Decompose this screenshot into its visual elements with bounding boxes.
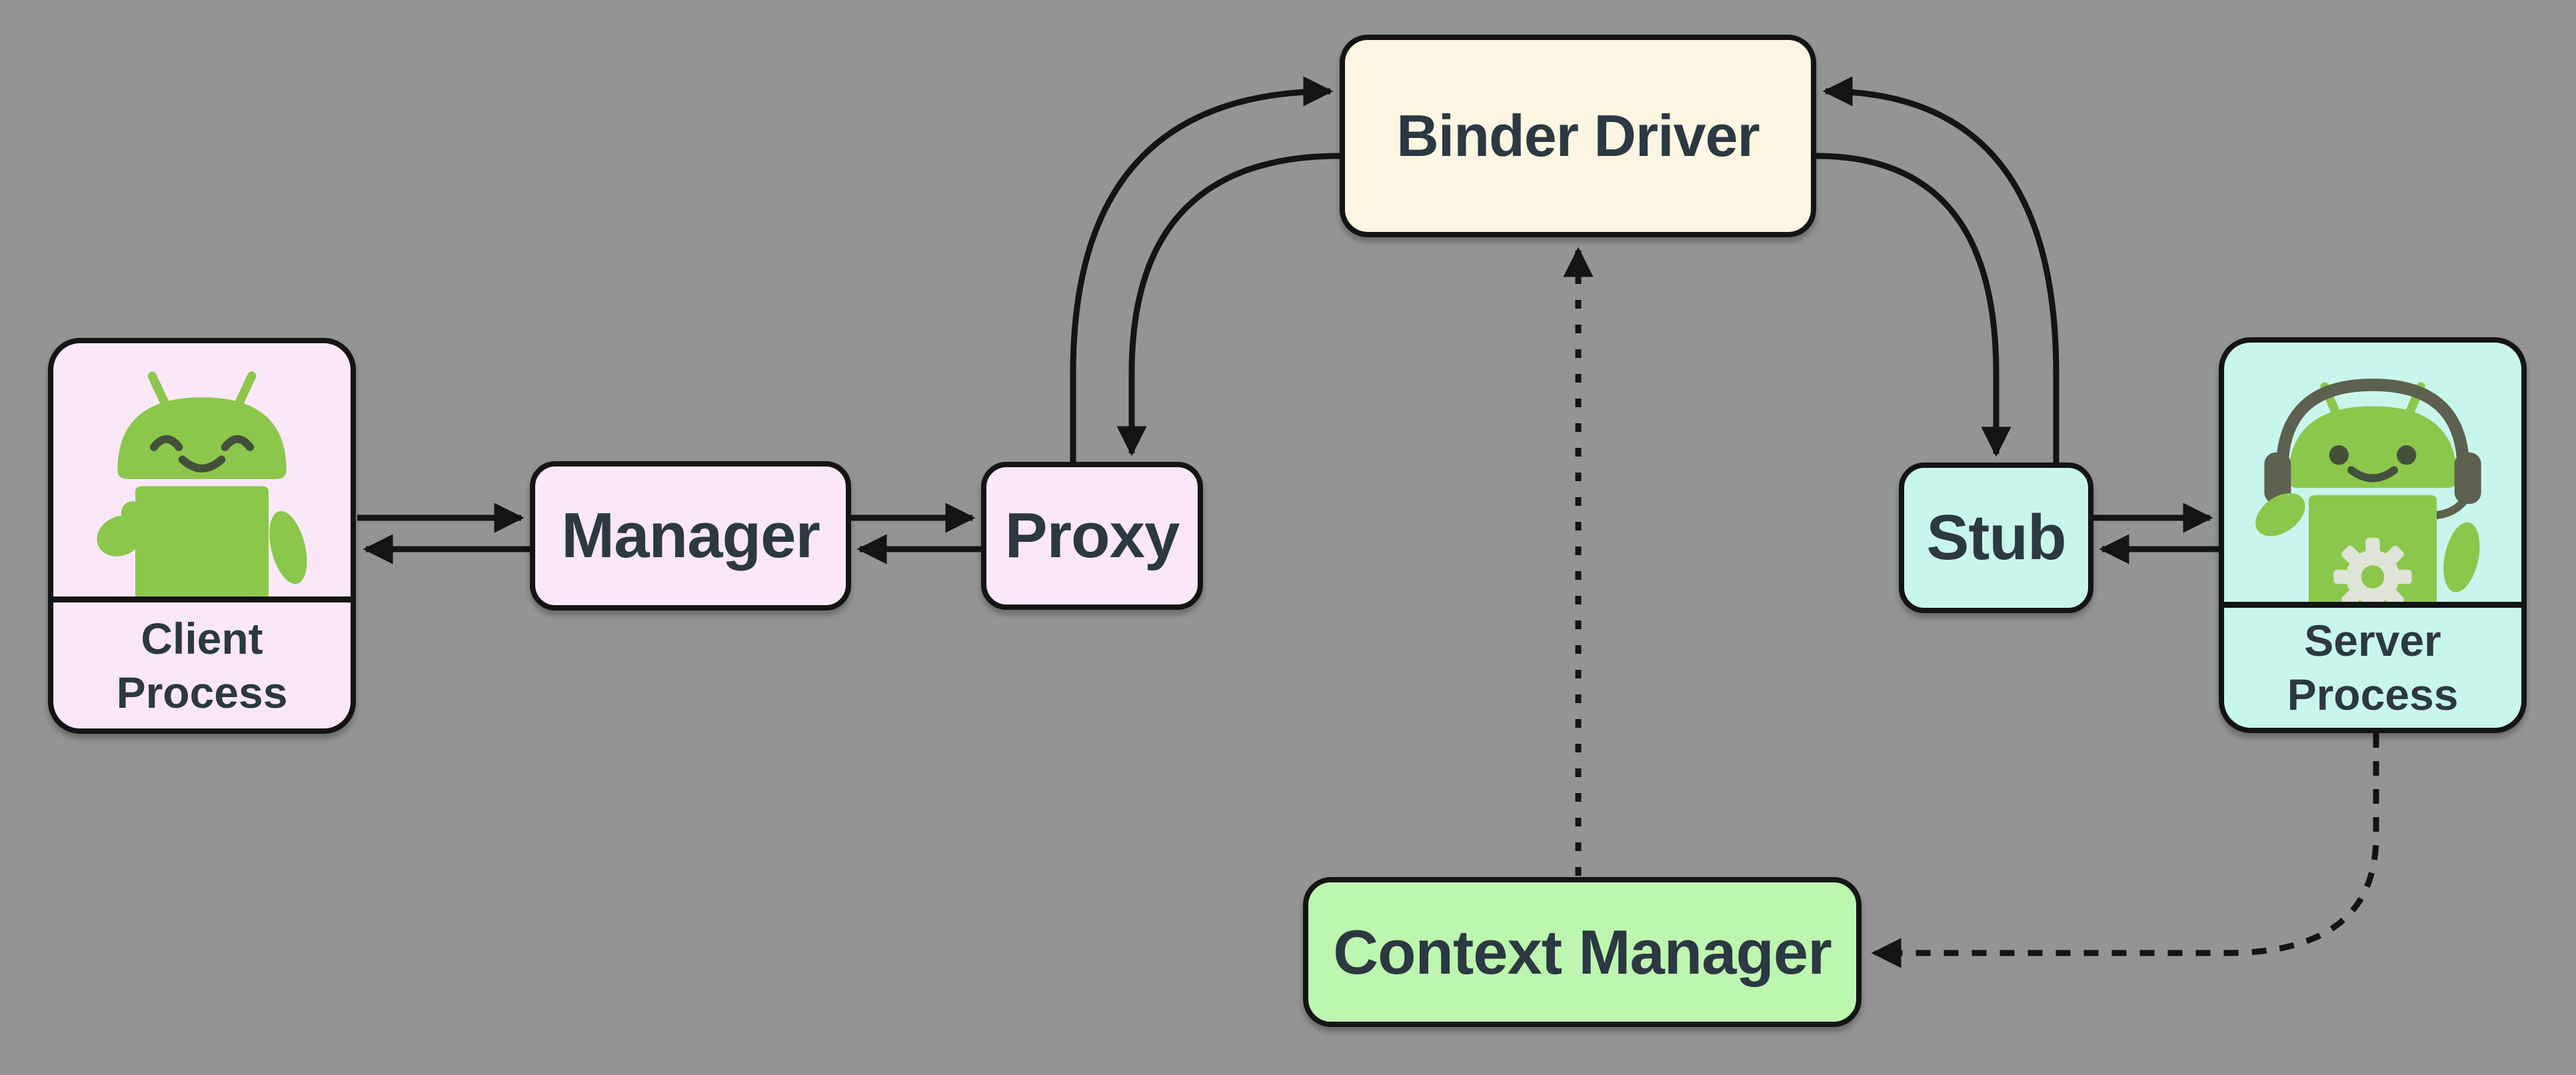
binder-driver-node: Binder Driver [1340, 35, 1816, 237]
manager-label: Manager [561, 500, 820, 571]
edge-server-to-context-dashed-arrow [1871, 733, 2379, 968]
stub-label: Stub [1926, 502, 2066, 573]
context-manager-node: Context Manager [1303, 877, 1862, 1027]
server-process-label-line1: Server [2304, 616, 2441, 666]
client-process-node: Client Process [48, 338, 356, 734]
server-process-image [2224, 343, 2521, 602]
context-manager-label: Context Manager [1333, 916, 1832, 987]
edge-stub-to-binder-arrow [1822, 76, 2059, 463]
server-process-label-line2: Process [2287, 670, 2459, 719]
server-process-label-section: Server Process [2224, 602, 2521, 728]
server-process-node: Server Process [2219, 337, 2527, 733]
client-process-label-line1: Client [141, 613, 263, 663]
proxy-node: Proxy [981, 462, 1203, 610]
client-process-label-line2: Process [116, 667, 288, 717]
client-process-label-section: Client Process [53, 596, 351, 728]
proxy-label: Proxy [1004, 500, 1180, 571]
client-process-image [53, 343, 351, 596]
stub-node: Stub [1899, 463, 2093, 613]
gear-icon [2333, 537, 2412, 602]
manager-node: Manager [530, 461, 851, 610]
binder-driver-label: Binder Driver [1396, 103, 1760, 169]
edge-binder-to-proxy-arrow [1116, 153, 1340, 457]
android-mascot-headset-icon [2255, 379, 2481, 602]
edge-binder-to-stub-arrow [1816, 153, 2011, 457]
android-mascot-thumbs-up-icon [97, 371, 307, 596]
edge-proxy-to-binder-arrow [1070, 76, 1334, 462]
